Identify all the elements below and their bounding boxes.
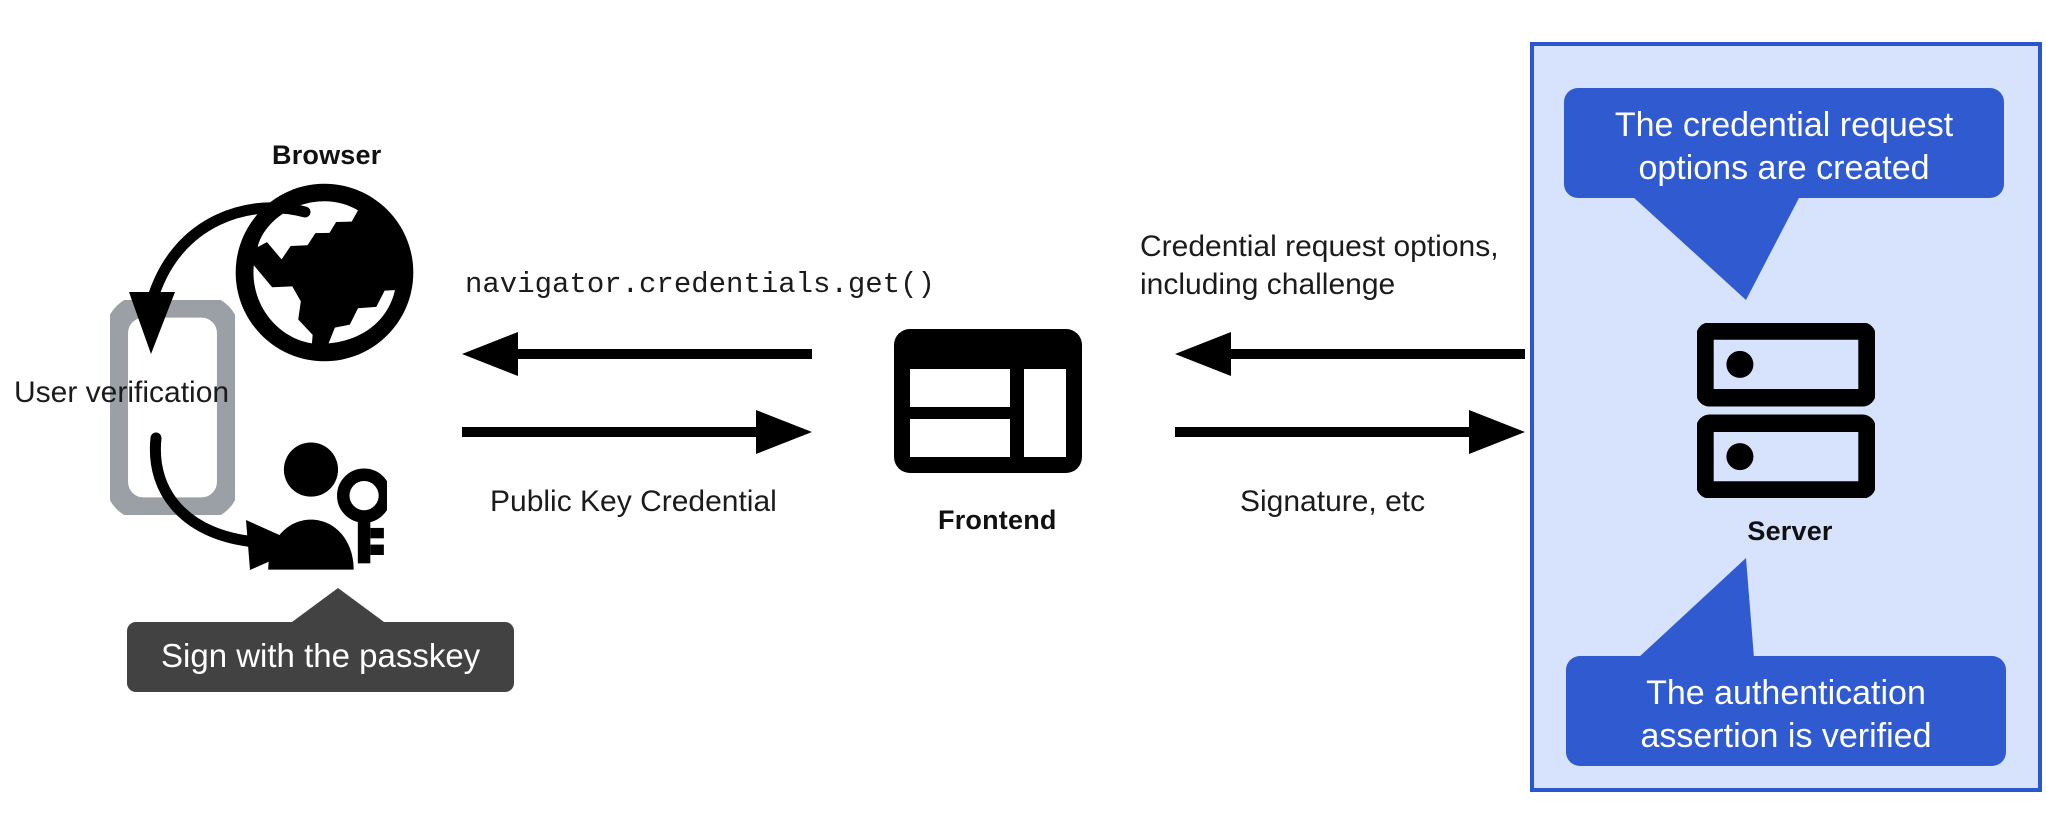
credential-request-options-label: Credential request options, including ch… [1140, 228, 1560, 305]
server-rack-icon [1696, 322, 1876, 499]
server-label: Server [1747, 516, 1833, 546]
server-panel: The credential request options are creat… [1530, 42, 2042, 792]
person-with-key-icon [262, 440, 392, 570]
browser-window-icon [890, 325, 1086, 477]
curved-arrow-down-icon [105, 192, 315, 372]
callout-top-tail [1632, 196, 1800, 300]
user-verification-label: User verification [14, 376, 230, 409]
arrow-right-icon-frontend [462, 410, 812, 459]
credential-request-options-line1: Credential request options, [1140, 230, 1499, 263]
signature-etc-label: Signature, etc [1240, 485, 1426, 518]
frontend-label: Frontend [938, 505, 1057, 535]
globe-icon [232, 180, 417, 365]
callout-bottom-line1: The authentication [1646, 674, 1926, 712]
arrow-left-icon-server [1175, 332, 1525, 381]
sign-passkey-badge: Sign with the passkey [127, 588, 515, 692]
callout-authentication-assertion: The authentication assertion is verified [1566, 558, 2006, 766]
callout-bottom-tail [1638, 558, 1754, 658]
arrow-left-icon-browser [462, 332, 812, 381]
badge-tail [292, 588, 384, 622]
callout-credential-request-options: The credential request options are creat… [1564, 88, 2004, 306]
browser-label: Browser [272, 140, 382, 170]
arrow-right-icon-server [1175, 410, 1525, 459]
callout-top-line2: options are created [1638, 149, 1930, 188]
credential-request-options-line2: including challenge [1140, 268, 1396, 302]
callout-bottom-text: The authentication assertion is verified [1566, 656, 2006, 766]
callout-top-line1: The credential request [1614, 106, 1954, 144]
navigator-credentials-get-label: navigator.credentials.get() [465, 268, 935, 301]
callout-bottom-line2: assertion is verified [1640, 717, 1932, 756]
public-key-credential-label: Public Key Credential [490, 485, 777, 518]
sign-passkey-badge-label: Sign with the passkey [127, 622, 515, 692]
callout-top-text: The credential request options are creat… [1564, 88, 2004, 198]
